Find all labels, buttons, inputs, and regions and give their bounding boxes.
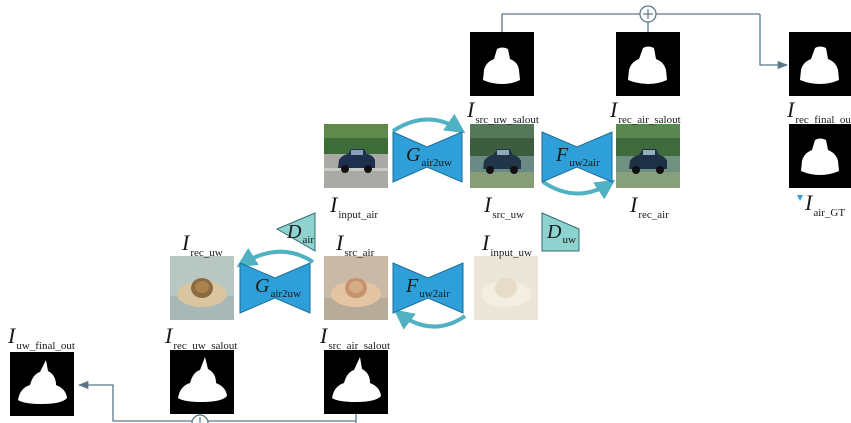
g-air2uw-top-bowtie [392,131,463,183]
label-rec-air: Irec_air [630,192,669,221]
label-input-air: Iinput_air [330,192,379,221]
f-uw2air-bottom-bowtie [392,262,464,314]
f-uw2air-top-bowtie [541,131,613,183]
src-uw-image [470,124,534,188]
uw-final-out-image [10,352,74,416]
d-uw-shape [541,212,580,252]
arrow-input-uw-to-src-air [393,309,467,330]
arrow-src-uw-to-rec-air [541,179,616,200]
label-input-uw: Iinput_uw [482,230,532,259]
g-air2uw-bottom-bowtie [239,262,311,314]
rec-uw-image [170,256,234,320]
label-rec-uw: Irec_uw [182,230,223,259]
label-src-uw: Isrc_uw [484,192,525,221]
top-connector [501,13,789,70]
label-rec-air-salout: Irec_air_salout [610,97,681,126]
label-src-uw-salout: Isrc_uw_salout [467,97,539,126]
label-air-gt: Iair_GT [805,190,846,219]
arrow-input-air-to-src-uw [391,113,466,134]
src-air-salout-image [324,350,388,414]
label-uw-final-out: Iuw_final_out [8,323,75,352]
label-src-air: Isrc_air [336,230,375,259]
rec-uw-salout-image [170,350,234,414]
src-air-image [324,256,388,320]
src-uw-salout-image [470,32,534,96]
d-air-shape [275,212,316,252]
input-uw-image [474,256,538,320]
sum-node-top [639,5,657,23]
rec-air-image [616,124,680,188]
label-rec-uw-salout: Irec_uw_salout [165,323,238,352]
air-gt-image [789,124,851,188]
label-rec-final-out: Irec_final_ou [787,97,851,126]
rec-air-salout-image [616,32,680,96]
arrow-src-air-to-rec-uw [236,248,315,268]
gt-pointer [797,195,803,201]
rec-final-out-image [789,32,851,96]
input-air-image [324,124,388,188]
label-src-air-salout: Isrc_air_salout [320,323,391,352]
